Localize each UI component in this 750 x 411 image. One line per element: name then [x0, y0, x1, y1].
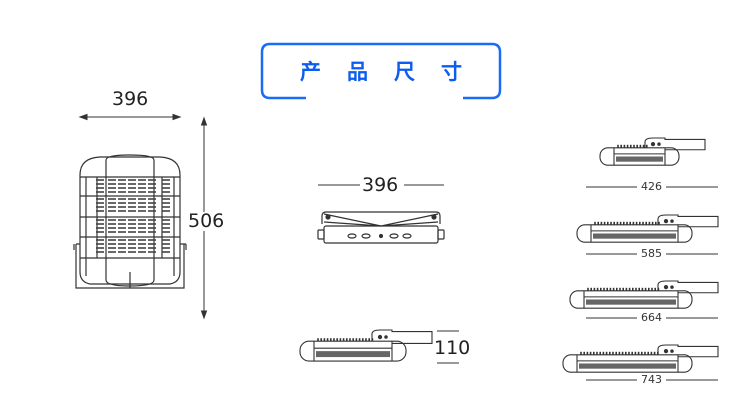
- side-view-drawing: [299, 329, 433, 362]
- front-width-dimension: [78, 113, 182, 121]
- length-view-585: [576, 214, 719, 243]
- length-label-664: 664: [637, 312, 666, 323]
- front-width-label: 396: [112, 88, 149, 110]
- length-view-426: [599, 137, 706, 166]
- side-height-dimension: [437, 330, 459, 364]
- title-frame: [260, 42, 502, 100]
- length-view-664: [569, 280, 719, 309]
- side-height-label: 110: [434, 337, 471, 359]
- top-view-drawing: [317, 211, 445, 244]
- length-label-585: 585: [637, 248, 666, 259]
- top-width-label: 396: [362, 174, 399, 196]
- front-height-label: 506: [188, 210, 225, 232]
- length-label-743: 743: [637, 374, 666, 385]
- front-view-drawing: [73, 154, 187, 289]
- length-label-426: 426: [637, 181, 666, 192]
- section-title: 产品尺寸: [300, 60, 488, 84]
- length-view-743: [562, 344, 719, 373]
